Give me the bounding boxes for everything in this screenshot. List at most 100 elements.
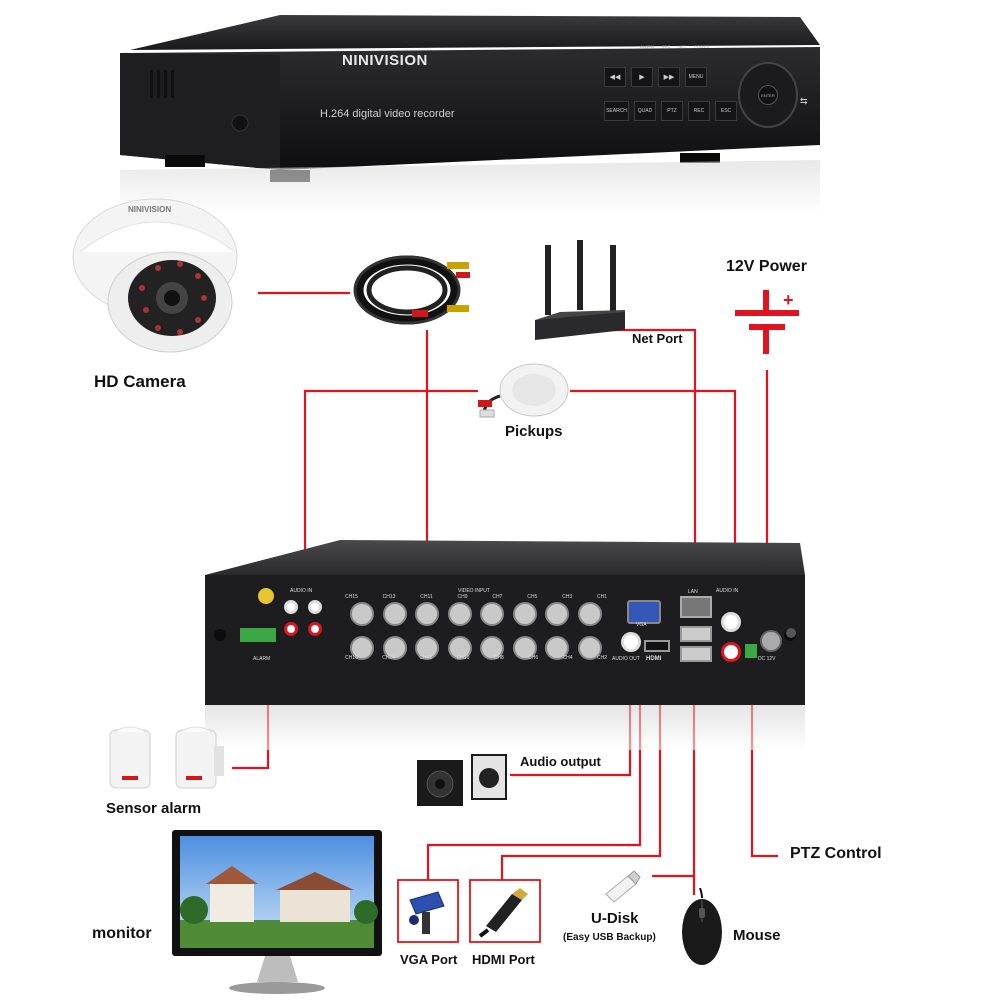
lan-port[interactable] — [680, 596, 712, 618]
pickups-label: Pickups — [505, 423, 563, 440]
channel-label: CH11 — [420, 594, 433, 600]
mouse-label: Mouse — [733, 927, 781, 944]
bnc-connector-grid — [346, 602, 606, 660]
channel-label: CH5 — [527, 594, 538, 600]
audio-output-label: Audio output — [520, 754, 601, 769]
pickup-microphone-image — [478, 363, 569, 418]
channel-label: CH15 — [345, 594, 358, 600]
udisk-label: U-Disk — [591, 910, 639, 927]
net-led: NET — [678, 44, 687, 49]
bnc-connector[interactable] — [480, 636, 505, 660]
vga-port-label: VGA — [636, 622, 647, 628]
rs485-terminal[interactable] — [745, 644, 757, 658]
channel-label: CH4 — [562, 655, 573, 661]
bnc-connector[interactable] — [350, 602, 375, 626]
audio-in-port[interactable] — [308, 622, 322, 636]
play-button[interactable]: ▶ — [631, 67, 653, 87]
vga-port-caption: VGA Port — [400, 952, 458, 967]
audio-in-port[interactable] — [284, 600, 298, 614]
camera-brand-logo: NINIVISION — [128, 205, 172, 214]
forward-button[interactable]: ▶▶ — [658, 67, 680, 87]
monitor-label: monitor — [92, 925, 152, 942]
bnc-cable-coil-image — [353, 255, 470, 325]
channel-label: CH1 — [596, 594, 607, 600]
alarm-led: ALARM — [640, 44, 654, 49]
front-usb-icon: ⇆ — [800, 96, 808, 106]
channel-label: CH2 — [596, 655, 607, 661]
bnc-connector[interactable] — [480, 602, 505, 626]
svg-text:+: + — [783, 290, 794, 310]
alarm-terminal-block[interactable] — [240, 628, 276, 642]
ground-screw — [786, 628, 796, 638]
navigation-dial[interactable]: ENTER — [738, 62, 798, 128]
channel-label: CH8 — [493, 655, 504, 661]
ptz-control-label: PTZ Control — [790, 845, 882, 862]
channel-label: CH3 — [562, 594, 573, 600]
bnc-connector[interactable] — [577, 602, 602, 626]
alarm-port-label: ALARM — [253, 656, 271, 662]
bnc-connector[interactable] — [350, 636, 375, 660]
channel-label: CH9 — [457, 594, 468, 600]
channel-label: CH12 — [419, 655, 433, 661]
hdmi-port[interactable] — [644, 640, 670, 652]
audio-in-right-port-white[interactable] — [721, 612, 741, 632]
rec-button[interactable]: REC — [688, 101, 710, 121]
hdmi-port-label: HDMI — [646, 656, 662, 662]
quad-button[interactable]: QUAD — [634, 101, 656, 121]
sensor-alarm-label: Sensor alarm — [106, 800, 202, 817]
search-button[interactable]: SEARCH — [604, 101, 629, 121]
dvr-model-text: H.264 digital video recorder — [320, 108, 455, 120]
bnc-connector[interactable] — [545, 602, 570, 626]
usb-port-lower[interactable] — [680, 646, 712, 662]
channel-label: CH16 — [345, 655, 358, 661]
rec-led: REC — [661, 44, 671, 49]
power-symbol-icon: + — [735, 290, 799, 354]
audio-in-port[interactable] — [284, 622, 298, 636]
enter-button[interactable]: ENTER — [758, 85, 778, 105]
audio-out-port[interactable] — [621, 632, 641, 652]
channel-label: CH10 — [456, 655, 470, 661]
lan-port-label: LAN — [688, 589, 698, 595]
bnc-connector[interactable] — [447, 636, 472, 660]
front-buttons-row2: SEARCH QUAD PTZ REC ESC — [604, 101, 737, 121]
audio-out-label: AUDIO OUT — [612, 656, 640, 662]
bnc-connector[interactable] — [447, 602, 472, 626]
bnc-connector[interactable] — [512, 602, 537, 626]
rewind-button[interactable]: ◀◀ — [604, 67, 626, 87]
bnc-connector[interactable] — [415, 602, 440, 626]
bnc-connector[interactable] — [382, 602, 407, 626]
router-image — [535, 240, 625, 340]
audio-in-right-label: AUDIO IN — [716, 588, 739, 594]
vga-port[interactable] — [627, 600, 661, 624]
power-label: 12V Power — [726, 258, 807, 275]
usb-port-upper[interactable] — [680, 626, 712, 642]
audio-in-left-label: AUDIO IN — [290, 588, 313, 594]
channel-label: CH7 — [492, 594, 503, 600]
bnc-connector[interactable] — [545, 636, 570, 660]
bnc-connector[interactable] — [415, 636, 440, 660]
audio-in-right-port-red[interactable] — [721, 642, 741, 662]
esc-button[interactable]: ESC — [715, 101, 737, 121]
udisk-sublabel: (Easy USB Backup) — [563, 932, 656, 943]
hd-camera-label: HD Camera — [94, 372, 186, 391]
dc-power-jack[interactable] — [760, 630, 782, 652]
vga-cable-image — [409, 891, 445, 934]
net-port-label: Net Port — [632, 331, 683, 346]
channel-label: CH13 — [382, 594, 396, 600]
video-input-label: VIDEO INPUT — [458, 588, 490, 594]
video-input-bottom-row: CH16 CH14 CH12 CH10 CH8 CH6 CH4 CH2 — [345, 655, 607, 661]
hdmi-cable-image — [478, 888, 528, 938]
video-input-top-row: CH15 CH13 CH11 CH9 CH7 CH5 CH3 CH1 — [345, 594, 607, 600]
menu-button[interactable]: MENU — [685, 67, 707, 87]
dvr-brand-logo: NINIVISION — [342, 52, 428, 69]
channel-label: CH14 — [382, 655, 395, 661]
audio-in-port[interactable] — [308, 600, 322, 614]
bnc-connector[interactable] — [382, 636, 407, 660]
ptz-button[interactable]: PTZ — [661, 101, 683, 121]
bnc-connector[interactable] — [512, 636, 537, 660]
bnc-connector[interactable] — [577, 636, 602, 660]
mouse-image — [682, 888, 722, 965]
front-buttons-row1: ◀◀ ▶ ▶▶ MENU — [604, 67, 707, 87]
channel-label: CH6 — [528, 655, 539, 661]
pir-sensor-image — [109, 726, 224, 789]
